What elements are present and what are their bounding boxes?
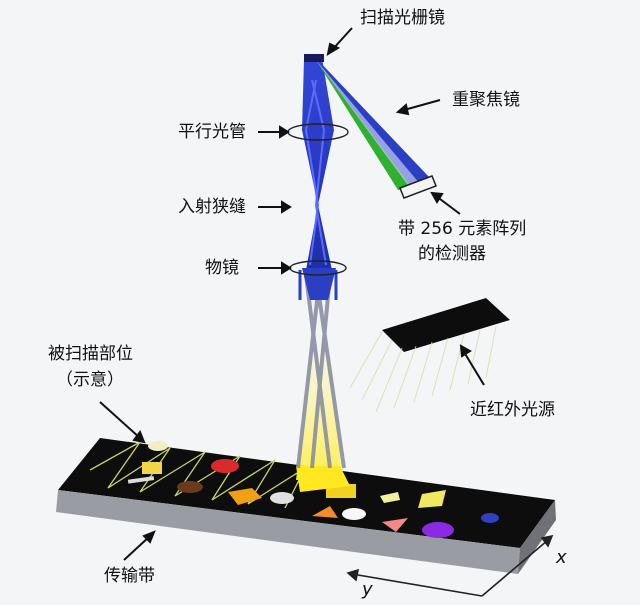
label-objective: 物镜	[205, 258, 239, 278]
nir-light-source	[349, 298, 510, 413]
label-focusing-mirror: 重聚焦镜	[452, 90, 520, 110]
label-nir-source: 近红外光源	[470, 400, 555, 420]
spectrum-fan	[316, 58, 430, 192]
scan-path-lines	[89, 441, 307, 509]
xy-axes	[346, 534, 554, 597]
detector-array	[399, 175, 437, 199]
axis-label-x: x	[556, 547, 567, 568]
label-detector-line1: 带 256 元素阵列	[398, 219, 527, 239]
label-collimator: 平行光管	[178, 122, 246, 142]
label-entrance-slit: 入射狭缝	[178, 197, 246, 217]
label-scanning-grating: 扫描光栅镜	[360, 8, 445, 28]
collection-rays	[296, 274, 346, 469]
optical-column	[298, 58, 338, 300]
label-detector-line2: 的检测器	[418, 244, 486, 264]
grating-mirror	[304, 54, 324, 62]
sample-items	[127, 441, 499, 538]
label-scanned-part-line1: 被扫描部位	[48, 344, 133, 364]
label-scanned-part-line2: （示意）	[56, 370, 124, 390]
label-conveyor: 传输带	[104, 566, 155, 586]
axis-label-y: y	[362, 579, 373, 600]
label-arrows	[99, 27, 485, 561]
